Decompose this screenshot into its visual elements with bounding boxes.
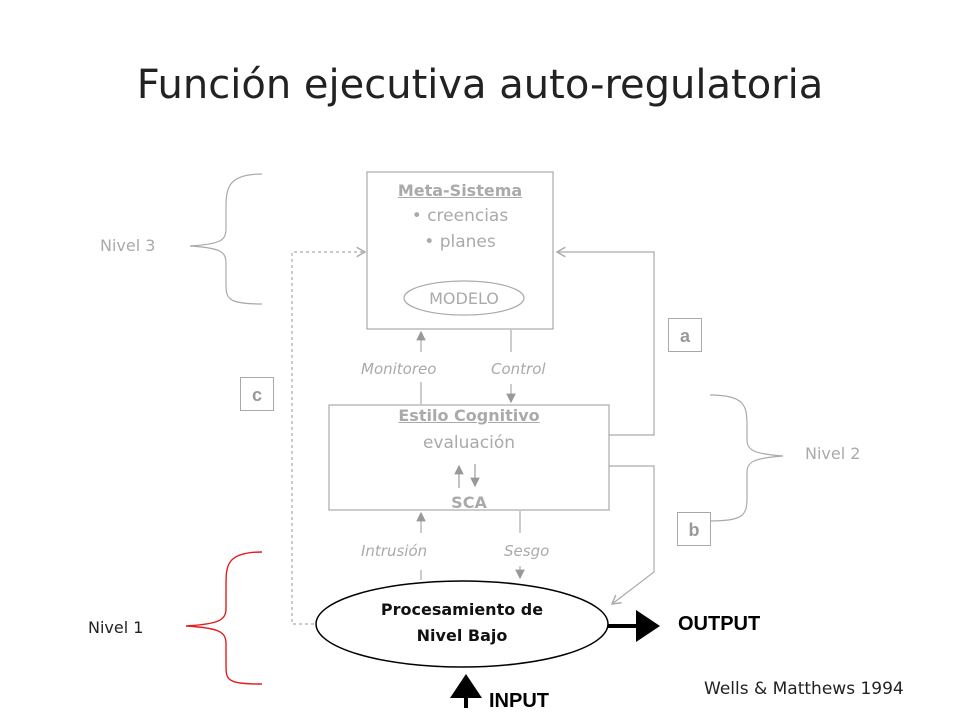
cognitive-style-box [328, 404, 610, 511]
evaluation-label: evaluación [422, 433, 516, 453]
meta-system-heading: Meta-Sistema [397, 181, 523, 200]
level-3-label: Nivel 3 [100, 236, 156, 255]
level-1-label: Nivel 1 [88, 618, 144, 637]
path-a [555, 246, 655, 436]
processing-line-1: Procesamiento de [380, 600, 544, 619]
sesgo-label: Sesgo [504, 542, 550, 560]
brace-nivel-2 [709, 394, 784, 522]
processing-label: Procesamiento de Nivel Bajo [316, 597, 608, 649]
tag-a: a [668, 318, 702, 352]
page-title: Función ejecutiva auto-regulatoria [136, 62, 824, 108]
path-b [609, 465, 655, 605]
meta-system-label: Meta-Sistema • creencias • planes [367, 181, 553, 252]
citation: Wells & Matthews 1994 [704, 679, 904, 699]
intrusion-label: Intrusión [361, 542, 428, 560]
output-label: OUTPUT [678, 613, 761, 635]
brace-nivel-3 [189, 173, 263, 305]
meta-item-plans: • planes [424, 232, 496, 252]
sca-label: SCA [451, 493, 487, 512]
meta-system-box [366, 171, 554, 330]
tag-b: b [677, 512, 711, 546]
input-label: INPUT [489, 690, 549, 712]
control-label: Control [491, 360, 546, 378]
cognitive-style-heading: Estilo Cognitivo [398, 406, 540, 425]
model-label: MODELO [429, 289, 499, 308]
model-ellipse [403, 280, 525, 316]
brace-nivel-1 [185, 551, 263, 685]
cognitive-style-label: Estilo Cognitivo evaluación [329, 406, 609, 453]
tag-c: c [240, 377, 274, 411]
processing-line-2: Nivel Bajo [416, 626, 508, 645]
monitoreo-label: Monitoreo [361, 360, 437, 378]
level-2-label: Nivel 2 [805, 444, 861, 463]
meta-item-beliefs: • creencias [411, 206, 509, 226]
